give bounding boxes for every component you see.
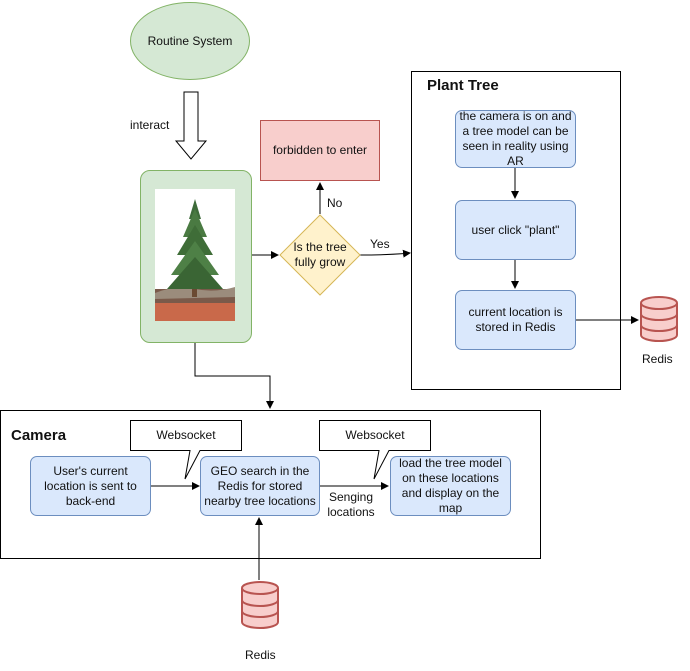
camera-title: Camera xyxy=(11,427,67,444)
camera-step-1: User's current location is sent to back-… xyxy=(30,456,151,516)
callout-2-shape xyxy=(319,420,431,480)
plant-step-3-label: current location is stored in Redis xyxy=(468,305,563,334)
websocket-label-2: Websocket xyxy=(345,428,405,442)
forbidden-node: forbidden to enter xyxy=(260,120,380,181)
camera-step-1-label: User's current location is sent to back-… xyxy=(44,463,137,508)
camera-step-3-label: load the tree model on these locations a… xyxy=(399,456,502,515)
websocket-callout-2: Websocket xyxy=(319,420,431,482)
plant-step-2-label: user click "plant" xyxy=(471,222,560,237)
tree-image xyxy=(155,189,235,321)
plant-step-2: user click "plant" xyxy=(455,200,576,260)
plant-step-1: the camera is on and a tree model can be… xyxy=(455,109,576,168)
camera-step-2: GEO search in the Redis for stored nearb… xyxy=(200,456,320,516)
connector-decision-plant xyxy=(359,249,411,258)
callout-1-shape xyxy=(130,420,242,480)
redis-bottom-icon xyxy=(241,581,279,629)
interact-label: interact xyxy=(130,118,170,132)
websocket-callout-1: Websocket xyxy=(130,420,242,482)
decision-diamond xyxy=(279,214,361,296)
plant-step-1-label: the camera is on and a tree model can be… xyxy=(459,109,572,168)
routine-system-label: Routine System xyxy=(147,33,233,48)
no-label: No xyxy=(327,196,343,210)
camera-step-3: load the tree model on these locations a… xyxy=(390,456,511,516)
redis-bottom-label: Redis xyxy=(245,648,276,662)
plant-step-3: current location is stored in Redis xyxy=(455,290,576,350)
routine-system-node: Routine System xyxy=(130,2,250,80)
interact-arrow xyxy=(174,91,208,160)
decision-label: Is the tree fully grow xyxy=(293,240,347,269)
redis-right-icon xyxy=(640,296,678,342)
camera-step-2-label: GEO search in the Redis for stored nearb… xyxy=(204,463,316,508)
forbidden-label: forbidden to enter xyxy=(272,143,368,157)
sending-locations-label: Senging locations xyxy=(327,490,375,519)
connector-card-camera xyxy=(194,342,274,409)
redis-right-label: Redis xyxy=(642,352,673,366)
plant-tree-title: Plant Tree xyxy=(427,77,499,94)
yes-label: Yes xyxy=(370,237,390,251)
websocket-label-1: Websocket xyxy=(156,428,216,442)
